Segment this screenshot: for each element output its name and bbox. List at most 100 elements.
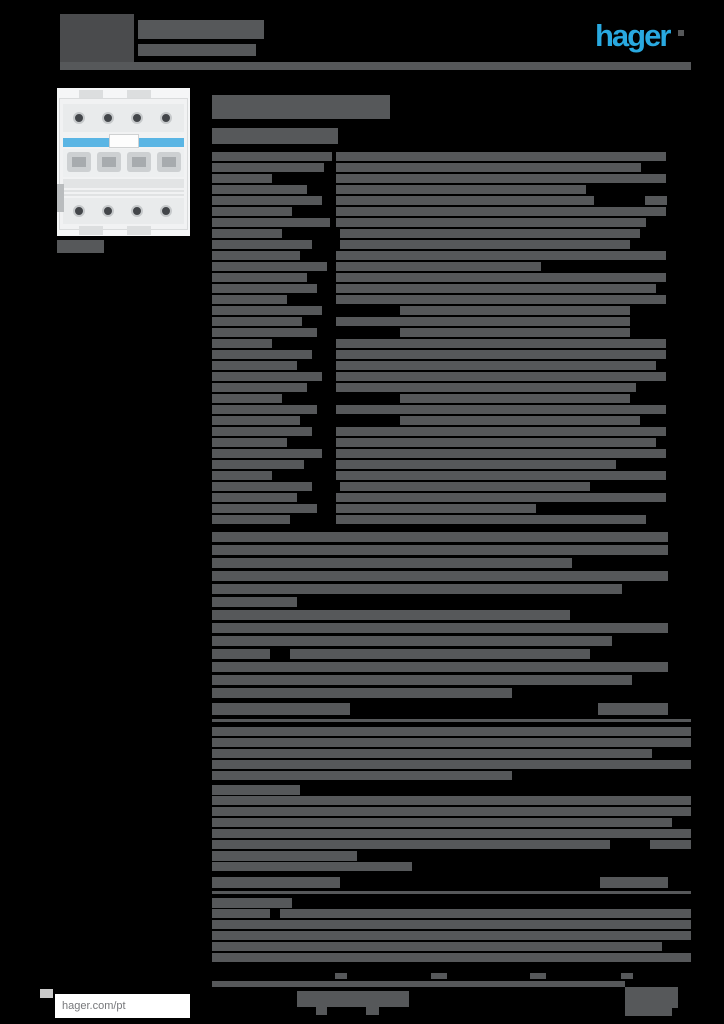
- redacted-text-bar: [336, 405, 666, 414]
- redacted-text-bar: [212, 851, 357, 861]
- redacted-text-bar: [212, 350, 312, 359]
- redacted-text-bar: [336, 372, 666, 381]
- redacted-text-bar: [212, 493, 297, 502]
- redacted-text-bar: [336, 163, 641, 172]
- header-doc-block: [60, 14, 134, 64]
- redacted-text-bar: [212, 328, 317, 337]
- redacted-text-bar: [212, 460, 304, 469]
- redacted-text-bar: [212, 196, 322, 205]
- redacted-text-bar: [431, 973, 447, 979]
- redacted-text-bar: [212, 317, 302, 326]
- breaker-toggle: [97, 152, 121, 172]
- redacted-text-bar: [678, 30, 684, 36]
- footer-signature: [297, 991, 409, 1007]
- redacted-text-bar: [272, 545, 668, 555]
- redacted-text-bar: [212, 610, 327, 620]
- redacted-text-bar: [212, 207, 292, 216]
- redacted-text-bar: [212, 240, 312, 249]
- redacted-text-bar: [212, 532, 292, 542]
- redacted-text-bar: [212, 284, 317, 293]
- redacted-text-bar: [272, 558, 572, 568]
- redacted-text-bar: [335, 973, 347, 979]
- redacted-text-bar: [400, 394, 630, 403]
- breaker-lever: [132, 157, 146, 167]
- redacted-text-bar: [272, 584, 622, 594]
- redacted-text-bar: [212, 361, 297, 370]
- redacted-text-bar: [212, 688, 512, 698]
- breaker-toggle: [157, 152, 181, 172]
- redacted-text-bar: [212, 515, 290, 524]
- footer-website-link[interactable]: hager.com/pt: [55, 994, 190, 1018]
- breaker-label: [109, 134, 139, 148]
- redacted-text-bar: [212, 482, 312, 491]
- redacted-text-bar: [336, 515, 646, 524]
- redacted-text-bar: [212, 636, 312, 646]
- redacted-text-bar: [212, 727, 691, 736]
- redacted-text-bar: [336, 284, 656, 293]
- redacted-text-bar: [212, 840, 610, 849]
- breaker-lever: [162, 157, 176, 167]
- redacted-text-bar: [212, 229, 282, 238]
- breaker-screw: [131, 205, 143, 217]
- redacted-text-bar: [212, 449, 322, 458]
- redacted-text-bar: [212, 545, 274, 555]
- redacted-text-bar: [621, 973, 633, 979]
- redacted-text-bar: [212, 760, 691, 769]
- redacted-text-bar: [336, 295, 666, 304]
- redacted-text-bar: [212, 571, 282, 581]
- redacted-text-bar: [336, 350, 666, 359]
- redacted-text-bar: [212, 771, 512, 780]
- redacted-text-bar: [212, 898, 292, 908]
- redacted-text-bar: [290, 532, 668, 542]
- redacted-text-bar: [212, 185, 307, 194]
- redacted-text-bar: [598, 703, 668, 715]
- redacted-text-bar: [212, 738, 691, 747]
- breaker-lever: [102, 157, 116, 167]
- product-photo: [57, 88, 190, 236]
- redacted-text-bar: [336, 438, 656, 447]
- breaker-bottom-clip: [127, 226, 151, 235]
- redacted-text-bar: [340, 240, 630, 249]
- redacted-text-bar: [212, 405, 317, 414]
- redacted-text-bar: [212, 262, 327, 271]
- redacted-text-bar: [212, 339, 272, 348]
- redacted-text-bar: [40, 989, 53, 998]
- redacted-text-bar: [336, 174, 666, 183]
- redacted-text-bar: [212, 796, 691, 805]
- redacted-text-bar: [336, 185, 586, 194]
- redacted-text-bar: [212, 953, 691, 962]
- redacted-text-bar: [212, 818, 672, 827]
- redacted-text-bar: [212, 558, 307, 568]
- breaker-bottom-clip: [79, 226, 103, 235]
- breaker-top-clip: [79, 90, 103, 99]
- redacted-text-bar: [212, 416, 300, 425]
- section-header-bar: [212, 877, 340, 888]
- breaker-screw: [102, 112, 114, 124]
- redacted-text-bar: [272, 636, 612, 646]
- redacted-text-bar: [212, 942, 662, 951]
- redacted-text-bar: [645, 196, 667, 205]
- redacted-text-bar: [212, 218, 330, 227]
- redacted-text-bar: [600, 877, 668, 888]
- redacted-text-bar: [650, 840, 691, 849]
- redacted-text-bar: [212, 829, 691, 838]
- redacted-text-bar: [212, 931, 691, 940]
- footer-top-rule: [212, 981, 625, 987]
- header-subtitle-bar: [138, 44, 256, 56]
- redacted-text-bar: [212, 807, 691, 816]
- redacted-text-bar: [212, 427, 312, 436]
- redacted-text-bar: [212, 504, 317, 513]
- footer-logo-block: [625, 987, 678, 1008]
- breaker-rib: [63, 190, 184, 192]
- redacted-text-bar: [212, 383, 307, 392]
- redacted-text-bar: [336, 383, 636, 392]
- breaker-screw: [73, 205, 85, 217]
- breaker-mid-strip: [63, 179, 184, 188]
- redacted-text-bar: [212, 909, 270, 918]
- breaker-toggle: [127, 152, 151, 172]
- breaker-toggle: [67, 152, 91, 172]
- hager-logo: hager: [595, 18, 671, 53]
- page-subtitle-bar: [212, 128, 338, 144]
- section-header-bar: [212, 703, 350, 715]
